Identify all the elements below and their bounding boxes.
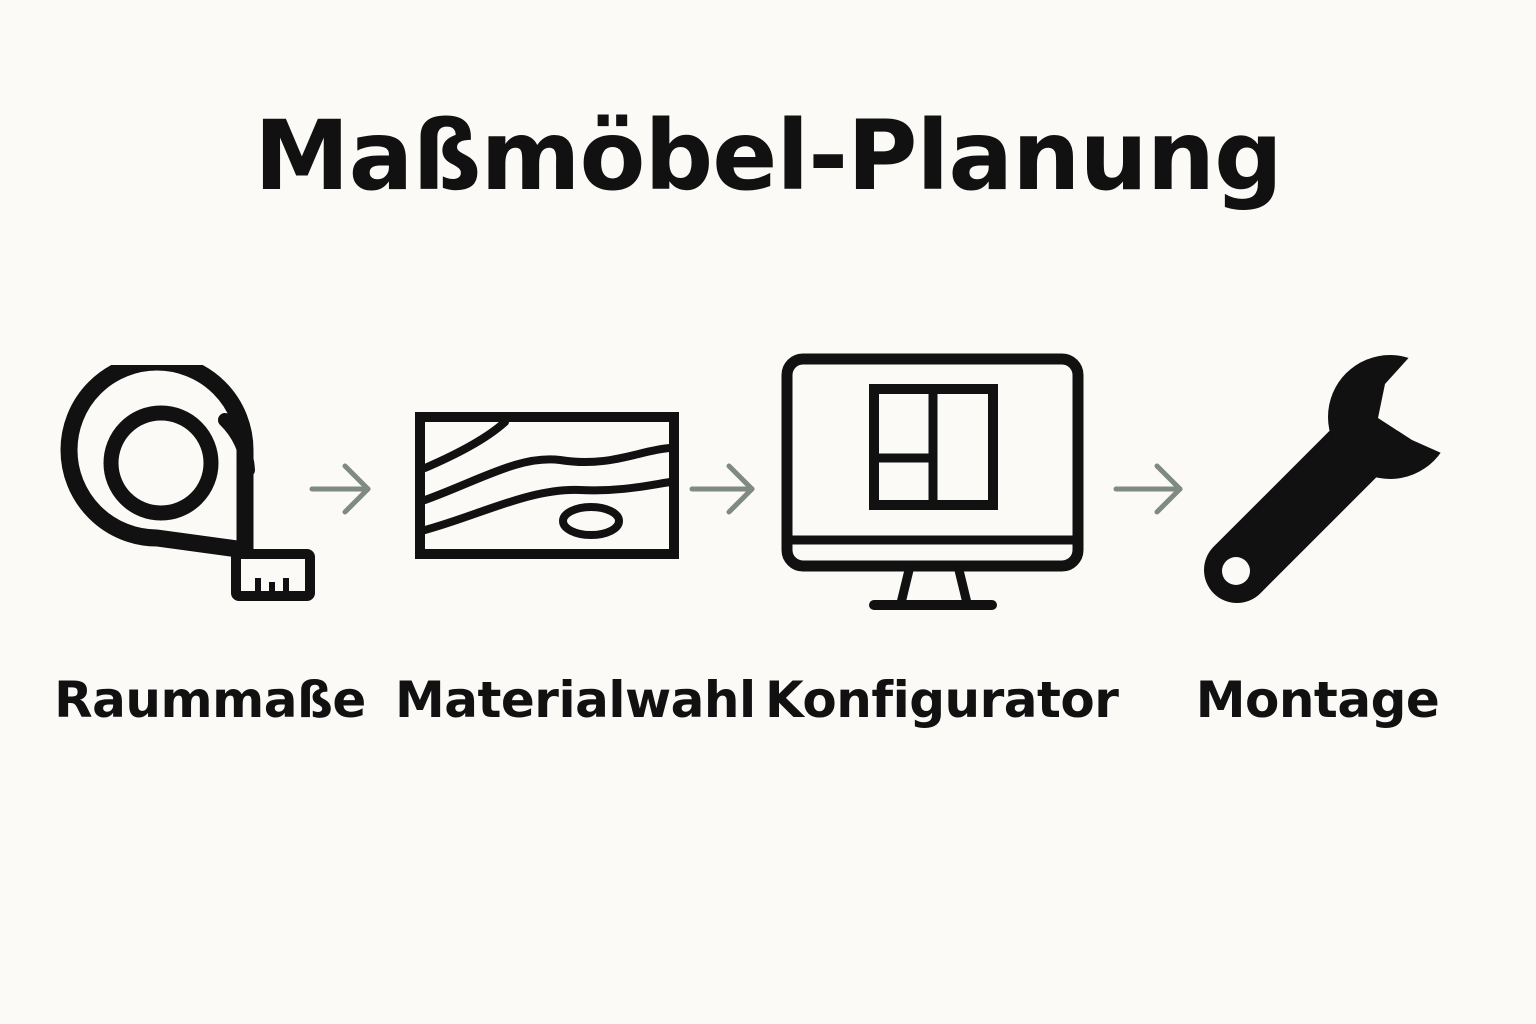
tape-measure-icon: [60, 365, 315, 601]
wood-grain-icon: [415, 412, 679, 559]
page-title: Maßmöbel-Planung: [254, 100, 1283, 212]
arrow-right-icon: [1113, 463, 1183, 515]
step-label-materialwahl: Materialwahl: [395, 671, 756, 729]
step-label-konfigurator: Konfigurator: [765, 671, 1119, 729]
arrow-right-icon: [689, 463, 755, 515]
step-label-montage: Montage: [1195, 671, 1440, 729]
computer-monitor-icon: [781, 353, 1084, 610]
arrow-right-icon: [309, 463, 371, 515]
step-label-raummasse: Raummaße: [54, 671, 366, 729]
wrench-icon: [1204, 345, 1460, 603]
